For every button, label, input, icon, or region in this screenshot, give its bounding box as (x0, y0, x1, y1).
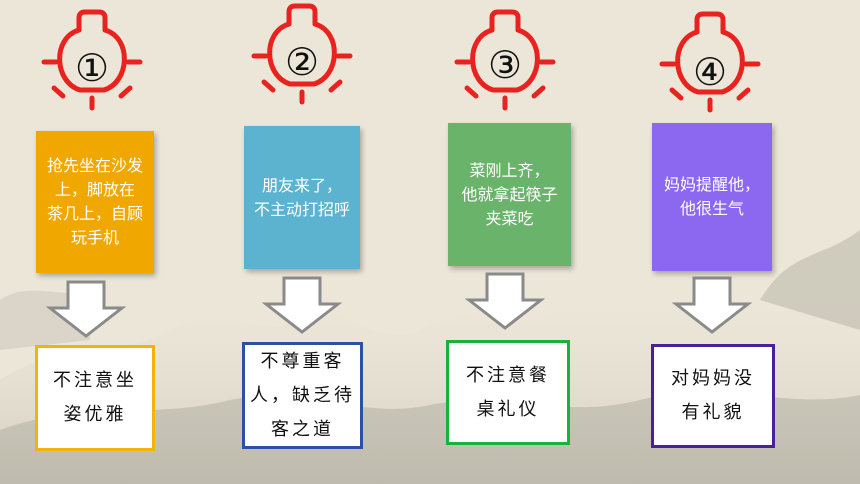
step-column-3: ③ 菜刚上齐， 他就拿起筷子 夹菜吃 不注意餐 桌礼仪 (405, 0, 605, 484)
situation-card: 妈妈提醒他， 他很生气 (652, 123, 772, 271)
result-line: 不尊重客 (260, 350, 345, 372)
step-column-4: ④ 妈妈提醒他， 他很生气 对妈妈没 有礼貌 (610, 0, 810, 484)
card-line: 不主动打招呼 (253, 199, 350, 219)
situation-card: 朋友来了， 不主动打招呼 (244, 126, 360, 269)
card-line: 夹菜吃 (485, 208, 534, 228)
card-line: 朋友来了， (261, 175, 342, 195)
result-line: 桌礼仪 (476, 398, 540, 420)
card-line: 他就拿起筷子 (461, 184, 558, 204)
down-arrow-icon (465, 272, 545, 330)
consequence-box: 不尊重客 人，缺乏待 客之道 (242, 342, 363, 449)
down-arrow-icon (262, 276, 342, 334)
lightbulb-icon (454, 9, 556, 111)
card-line: 上，脚放在 (54, 180, 135, 199)
step-number: ③ (487, 43, 523, 87)
down-arrow-icon (672, 276, 752, 334)
step-number: ② (284, 40, 320, 84)
down-arrow-icon (46, 280, 126, 338)
result-line: 不注意餐 (466, 364, 550, 386)
situation-card: 抢先坐在沙发 上，脚放在 茶几上，自顾 玩手机 (36, 131, 154, 273)
card-line: 菜刚上齐， (469, 160, 550, 180)
result-line: 人，缺乏待 (250, 384, 355, 406)
step-column-1: ① 抢先坐在沙发 上，脚放在 茶几上，自顾 玩手机 不注意坐 姿优雅 (0, 0, 192, 484)
consequence-box: 不注意餐 桌礼仪 (446, 340, 570, 445)
situation-card: 菜刚上齐， 他就拿起筷子 夹菜吃 (448, 123, 571, 266)
result-line: 姿优雅 (63, 404, 127, 425)
card-line: 茶几上，自顾 (46, 204, 143, 223)
card-line: 抢先坐在沙发 (46, 156, 143, 175)
card-line: 玩手机 (70, 228, 119, 247)
result-line: 对妈妈没 (671, 368, 755, 389)
card-line: 他很生气 (679, 199, 744, 218)
step-number: ④ (692, 50, 728, 94)
lightbulb-icon (659, 11, 761, 113)
step-column-2: ② 朋友来了， 不主动打招呼 不尊重客 人，缺乏待 客之道 (202, 0, 402, 484)
result-line: 有礼貌 (681, 402, 745, 423)
lightbulb-icon (251, 3, 353, 105)
lightbulb-icon (41, 9, 143, 111)
consequence-box: 对妈妈没 有礼貌 (651, 344, 775, 448)
result-line: 客之道 (271, 418, 334, 440)
consequence-box: 不注意坐 姿优雅 (35, 345, 155, 451)
result-line: 不注意坐 (53, 370, 137, 391)
card-line: 妈妈提醒他， (663, 175, 760, 194)
step-number: ① (74, 46, 110, 90)
